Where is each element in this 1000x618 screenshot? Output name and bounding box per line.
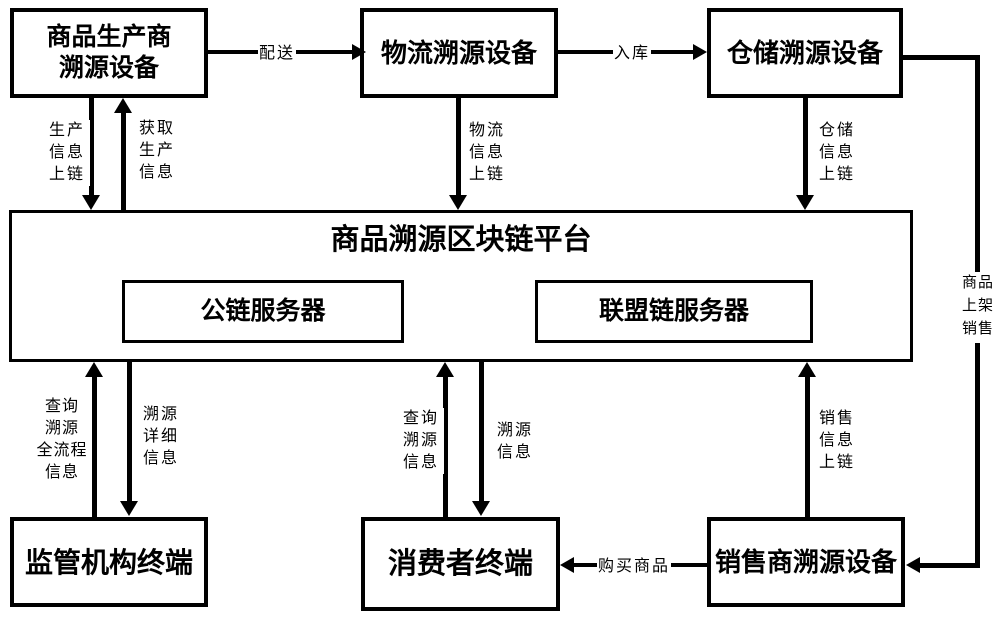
node-public-chain-server: 公链服务器 <box>122 280 404 343</box>
arrow-trace-detail-shaft <box>127 362 132 502</box>
arrow-logistics-upchain-head-icon <box>449 195 467 210</box>
path-product-listing-lower-vertical <box>975 343 980 568</box>
node-logistics-device: 物流溯源设备 <box>360 8 558 98</box>
platform-title: 商品溯源区块链平台 <box>330 224 592 256</box>
arrow-warehouse-upchain-label: 仓储 信息 上链 <box>814 120 860 186</box>
path-product-listing-upper-vertical <box>975 55 980 276</box>
arrow-query-trace-shaft <box>443 375 448 517</box>
arrow-get-production-shaft <box>121 111 126 210</box>
arrow-query-full-trace-shaft <box>92 375 97 517</box>
path-product-listing-label: 商品 上架 销售 <box>954 272 1000 341</box>
arrow-trace-detail-label: 溯源 详细 信息 <box>138 404 184 470</box>
arrow-sales-upchain-head-icon <box>798 362 816 377</box>
public-chain-label: 公链服务器 <box>200 296 326 325</box>
path-product-listing-head-icon <box>906 557 920 573</box>
node-consortium-chain-server: 联盟链服务器 <box>535 280 813 343</box>
node-logistics-label: 物流溯源设备 <box>380 37 537 68</box>
arrow-trace-info-shaft <box>479 362 484 502</box>
arrow-production-upchain-head-icon <box>82 195 100 210</box>
node-consumer-label: 消费者终端 <box>387 547 533 580</box>
arrow-logistics-upchain-shaft <box>456 98 461 196</box>
arrow-sales-upchain-shaft <box>805 375 810 517</box>
node-warehouse-label: 仓储溯源设备 <box>726 37 883 68</box>
arrow-warehousing-head-icon <box>693 44 707 60</box>
arrow-production-upchain-label: 生产 信息 上链 <box>44 120 90 186</box>
node-seller-label: 销售商溯源设备 <box>714 546 897 577</box>
arrow-query-trace-head-icon <box>436 362 454 377</box>
arrow-sales-upchain-label: 销售 信息 上链 <box>814 408 860 474</box>
node-seller-device: 销售商溯源设备 <box>707 517 905 607</box>
node-regulator-terminal: 监管机构终端 <box>10 517 208 607</box>
arrow-purchase-label: 购买商品 <box>597 556 672 578</box>
node-blockchain-platform: 商品溯源区块链平台 公链服务器 联盟链服务器 <box>9 210 913 362</box>
arrow-trace-info-head-icon <box>472 501 490 516</box>
arrow-production-upchain-shaft <box>89 98 94 196</box>
arrow-purchase-head-icon <box>560 557 574 573</box>
arrow-warehouse-upchain-shaft <box>803 98 808 196</box>
arrow-get-production-label: 获取 生产 信息 <box>134 118 180 184</box>
arrow-trace-info-label: 溯源 信息 <box>492 420 538 464</box>
arrow-query-full-trace-head-icon <box>85 362 103 377</box>
consortium-chain-label: 联盟链服务器 <box>598 296 749 325</box>
arrow-get-production-head-icon <box>114 98 132 113</box>
arrow-warehouse-upchain-head-icon <box>796 195 814 210</box>
arrow-query-trace-label: 查询 溯源 信息 <box>398 408 444 474</box>
arrow-delivery-head-icon <box>352 44 366 60</box>
node-consumer-terminal: 消费者终端 <box>361 517 560 611</box>
arrow-delivery-label: 配送 <box>258 43 297 65</box>
arrow-warehousing-label: 入库 <box>613 43 652 65</box>
node-producer-device: 商品生产商 溯源设备 <box>10 8 208 98</box>
path-product-listing-bottom-segment <box>920 563 980 568</box>
arrow-trace-detail-head-icon <box>120 501 138 516</box>
node-producer-label: 商品生产商 溯源设备 <box>46 22 172 82</box>
node-warehouse-device: 仓储溯源设备 <box>707 8 903 98</box>
node-regulator-label: 监管机构终端 <box>24 546 193 578</box>
arrow-logistics-upchain-label: 物流 信息 上链 <box>464 120 510 186</box>
path-product-listing-top-segment <box>903 55 980 60</box>
arrow-query-full-trace-label: 查询 溯源 全流程 信息 <box>32 396 92 484</box>
